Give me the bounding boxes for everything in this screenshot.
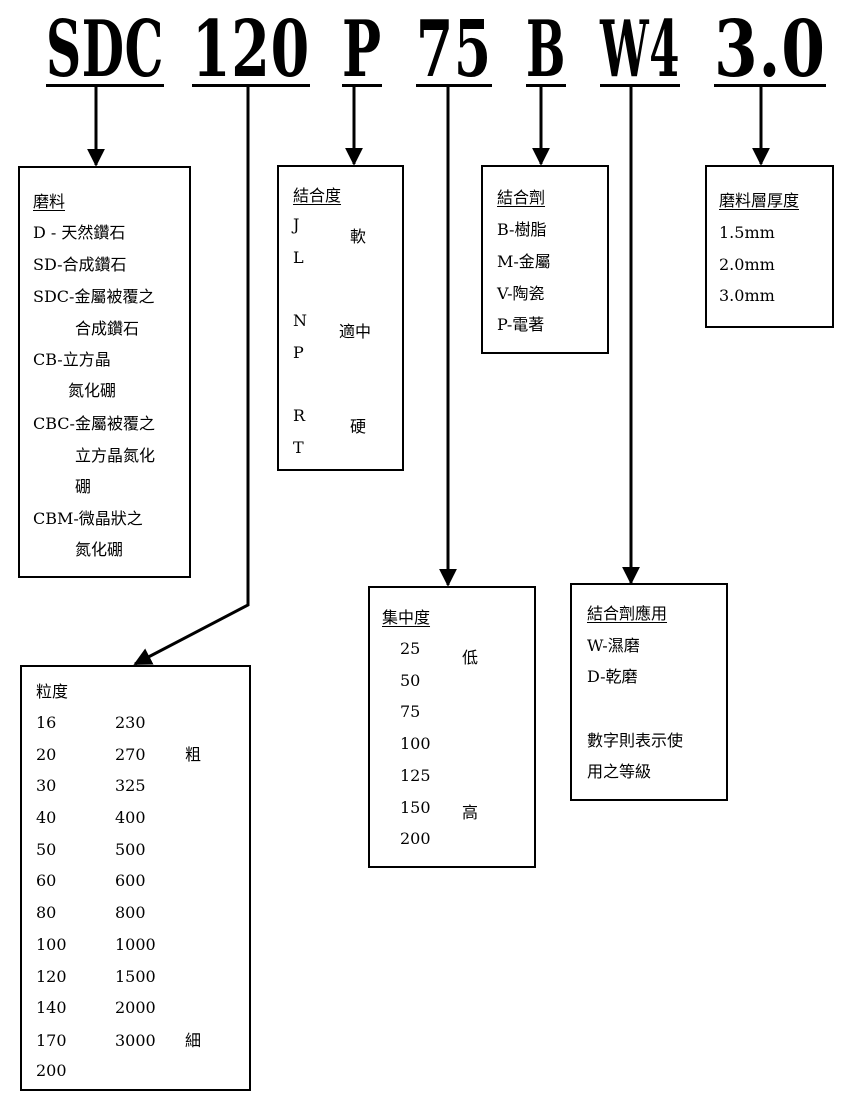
grit-value: 400 [115, 808, 146, 827]
grit-value: 16 [36, 713, 57, 732]
grade-letter: P [293, 343, 304, 362]
grade-letter: L [293, 248, 304, 267]
underline-thickness [714, 84, 826, 87]
concentration-high-label: 高 [462, 803, 479, 822]
abrasive-item: SDC-金屬被覆之 [33, 287, 155, 306]
concentration-value: 50 [400, 671, 421, 690]
grit-value: 270 [115, 745, 146, 764]
grit-box: 粒度 16 20 30 40 50 60 80 100 120 140 170 … [20, 665, 251, 1091]
grit-value: 120 [36, 967, 67, 986]
grade-soft-label: 軟 [350, 227, 367, 246]
grit-value: 50 [36, 840, 57, 859]
code-segment-concentration: 75 [416, 4, 492, 95]
grade-letter: N [293, 311, 307, 330]
application-item: D-乾磨 [587, 667, 638, 686]
grit-coarse-label: 粗 [185, 745, 202, 764]
grade-medium-label: 適中 [339, 322, 372, 341]
grit-value: 60 [36, 871, 57, 890]
code-segment-application: W4 [600, 4, 680, 95]
code-segment-thickness: 3.0 [714, 4, 826, 95]
grit-value: 100 [36, 935, 67, 954]
concentration-low-label: 低 [462, 648, 479, 667]
bond-box: 結合劑 B-樹脂 M-金屬 V-陶瓷 P-電著 [481, 165, 609, 354]
grit-fine-label: 細 [185, 1031, 202, 1050]
concentration-value: 200 [400, 829, 431, 848]
thickness-item: 2.0mm [719, 255, 775, 274]
application-title: 結合劑應用 [587, 604, 668, 623]
concentration-value: 150 [400, 798, 431, 817]
grit-title: 粒度 [36, 682, 69, 701]
underline-abrasive [46, 84, 164, 87]
grade-hard-label: 硬 [350, 417, 367, 436]
grit-value: 170 [36, 1031, 67, 1050]
grit-value: 20 [36, 745, 57, 764]
code-segment-abrasive: SDC [46, 4, 165, 95]
thickness-item: 3.0mm [719, 286, 775, 305]
grit-value: 230 [115, 713, 146, 732]
concentration-value: 125 [400, 766, 431, 785]
underline-concentration [416, 84, 492, 87]
underline-bond [526, 84, 566, 87]
thickness-item: 1.5mm [719, 223, 775, 242]
concentration-value: 25 [400, 639, 421, 658]
application-item: W-濕磨 [587, 636, 640, 655]
underline-application [600, 84, 680, 87]
abrasive-item: 立方晶氮化 [75, 446, 156, 465]
code-segment-bond: B [526, 4, 566, 95]
application-note: 數字則表示使 [587, 731, 684, 750]
grit-value: 600 [115, 871, 146, 890]
abrasive-item: CBC-金屬被覆之 [33, 414, 155, 433]
grit-value: 1000 [115, 935, 156, 954]
grit-value: 2000 [115, 998, 156, 1017]
grade-letter: T [293, 438, 304, 457]
code-segment-grade: P [342, 4, 382, 95]
bond-item: B-樹脂 [497, 220, 547, 239]
abrasive-item: SD-合成鑽石 [33, 255, 127, 274]
grade-title: 結合度 [293, 186, 342, 205]
grit-value: 80 [36, 903, 57, 922]
abrasive-box: 磨料 D - 天然鑽石 SD-合成鑽石 SDC-金屬被覆之 合成鑽石 CB-立方… [18, 166, 191, 578]
thickness-box: 磨料層厚度 1.5mm 2.0mm 3.0mm [705, 165, 834, 328]
abrasive-item: 氮化硼 [68, 381, 117, 400]
code-segment-grit: 120 [192, 4, 310, 95]
abrasive-item: 氮化硼 [75, 540, 124, 559]
grit-value: 3000 [115, 1031, 156, 1050]
application-box: 結合劑應用 W-濕磨 D-乾磨 數字則表示使 用之等級 [570, 583, 728, 801]
abrasive-item: CB-立方晶 [33, 350, 111, 369]
bond-item: M-金屬 [497, 252, 551, 271]
grit-value: 500 [115, 840, 146, 859]
concentration-value: 75 [400, 702, 421, 721]
abrasive-title: 磨料 [33, 192, 66, 211]
application-note: 用之等級 [587, 762, 652, 781]
abrasive-item: 硼 [75, 477, 92, 496]
bond-item: V-陶瓷 [497, 284, 545, 303]
concentration-value: 100 [400, 734, 431, 753]
arrow-to-grit-box [133, 87, 250, 666]
thickness-title: 磨料層厚度 [719, 191, 800, 210]
bond-title: 結合劑 [497, 188, 546, 207]
underline-grade [342, 84, 382, 87]
abrasive-item: D - 天然鑽石 [33, 223, 126, 242]
abrasive-item: CBM-微晶狀之 [33, 509, 143, 528]
grit-value: 40 [36, 808, 57, 827]
grit-value: 800 [115, 903, 146, 922]
grit-value: 140 [36, 998, 67, 1017]
grade-box: 結合度 J L N P R T 軟 適中 硬 [277, 165, 404, 471]
underline-grit [192, 84, 310, 87]
abrasive-item: 合成鑽石 [75, 319, 140, 338]
concentration-box: 集中度 25 50 75 100 125 150 200 低 高 [368, 586, 536, 868]
grit-value: 325 [115, 776, 146, 795]
grit-value: 1500 [115, 967, 156, 986]
grit-value: 30 [36, 776, 57, 795]
grade-letter: R [293, 406, 306, 425]
grade-letter: J [293, 215, 300, 234]
grit-value: 200 [36, 1061, 67, 1080]
bond-item: P-電著 [497, 315, 545, 334]
concentration-title: 集中度 [382, 608, 431, 627]
